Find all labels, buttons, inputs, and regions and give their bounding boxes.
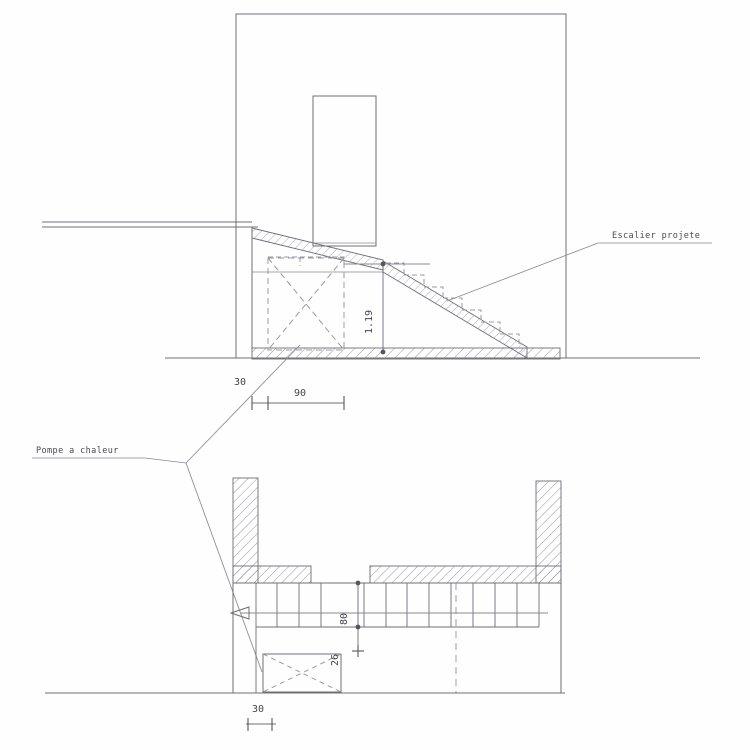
annotation-pompe-a-chaleur[interactable]: Pompe a chaleur xyxy=(32,344,301,673)
plan-view: 80 26 30 xyxy=(45,477,565,731)
dimension-30-plan: 30 xyxy=(246,704,276,731)
annotation-leader-to-section xyxy=(185,344,301,464)
annotation-leader-line xyxy=(144,457,187,464)
facade-opening xyxy=(312,95,377,247)
foundation-slab xyxy=(251,347,561,360)
annotation-label: Pompe a chaleur xyxy=(36,446,119,456)
plan-outline xyxy=(232,583,562,693)
dimension-ticks xyxy=(251,396,345,410)
dimension-80: 80 xyxy=(339,580,364,657)
heatpump-cross xyxy=(262,653,342,693)
heatpump-outline xyxy=(262,653,342,693)
dimension-ticks xyxy=(247,718,273,731)
section-view: 1.19 30 90 xyxy=(42,13,700,410)
annotation-leader-line xyxy=(446,242,599,302)
heatpump-box-plan xyxy=(262,653,342,693)
plan-wall-bottom-left xyxy=(232,565,312,584)
dimension-30-90: 30 90 xyxy=(234,377,345,410)
dimension-value: 80 xyxy=(339,613,350,625)
annotation-label: Escalier projete xyxy=(612,231,700,241)
dimension-value: 26 xyxy=(330,654,341,666)
dimension-dot-icon xyxy=(380,349,386,355)
dimension-value: 30 xyxy=(234,377,246,388)
annotation-escalier-projete[interactable]: Escalier projete xyxy=(446,231,712,302)
dimension-dot-icon xyxy=(355,580,361,586)
dimension-value: 1.19 xyxy=(364,310,375,334)
plan-wall-left xyxy=(232,477,259,584)
triangle-arrow-icon xyxy=(229,606,250,620)
dimension-1-19: 1.19 xyxy=(364,261,386,355)
dimension-value: 90 xyxy=(294,388,306,399)
annotation-layer: Escalier projete Pompe a chaleur xyxy=(32,231,712,673)
dimension-dot-icon xyxy=(380,261,386,267)
plan-wall-bottom-right xyxy=(369,565,562,584)
plan-treads xyxy=(276,583,540,627)
dimension-dot-icon xyxy=(355,624,361,630)
heatpump-box-section xyxy=(267,257,345,351)
annotation-leader-to-plan xyxy=(185,462,263,673)
dimension-value: 30 xyxy=(252,704,264,715)
